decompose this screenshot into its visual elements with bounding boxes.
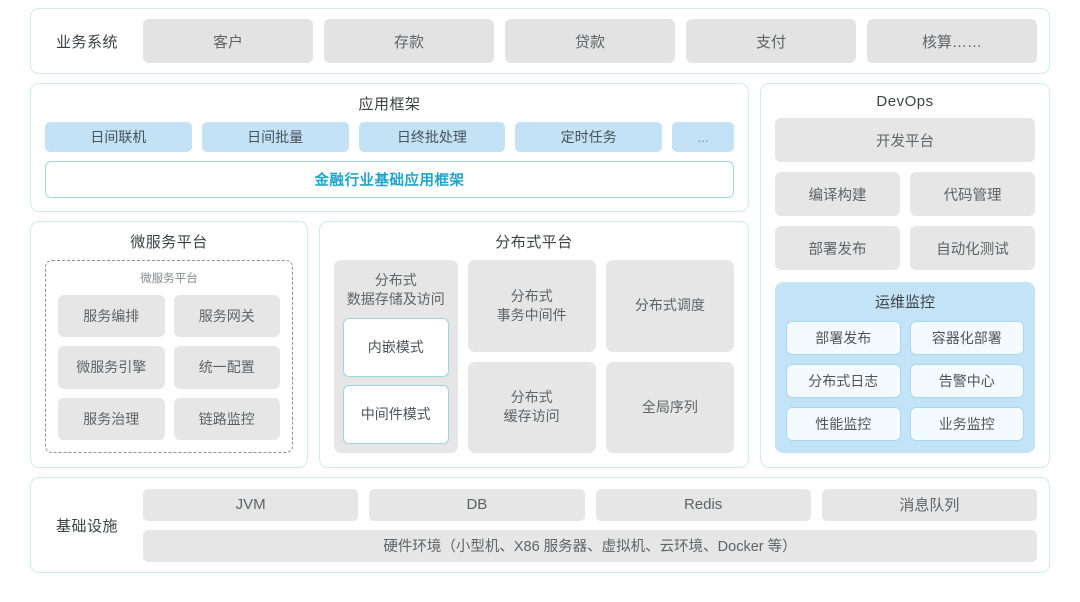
dp-storage-label-line1: 分布式	[374, 272, 417, 288]
devops-row-1: 编译构建 代码管理	[775, 172, 1035, 216]
ms-tile-unified-config[interactable]: 统一配置	[173, 346, 280, 389]
ms-tile-service-governance[interactable]: 服务治理	[58, 397, 165, 440]
ops-tile-distributed-log[interactable]: 分布式日志	[786, 364, 901, 398]
af-tile-eod-batch[interactable]: 日终批处理	[358, 122, 506, 152]
infra-tile-db[interactable]: DB	[369, 488, 585, 521]
ops-tile-performance-monitoring[interactable]: 性能监控	[786, 407, 901, 441]
dp-tile-transaction-middleware[interactable]: 分布式 事务中间件	[467, 260, 596, 352]
infra-hardware-environment-bar[interactable]: 硬件环境（小型机、X86 服务器、虚拟机、云环境、Docker 等）	[143, 529, 1037, 562]
application-framework-title: 应用框架	[358, 96, 421, 113]
microservice-inner-box: 微服务平台 服务编排 服务网关 微服务引擎 统一配置 服务治理 链路监控	[45, 260, 293, 453]
dp-tile-1-line1: 分布式调度	[634, 297, 705, 314]
application-framework-card: 应用框架 日间联机 日间批量 日终批处理 定时任务 ... 金融行业基础应用框架	[30, 83, 749, 212]
platforms-row: 微服务平台 微服务平台 服务编排 服务网关 微服务引擎 统一配置 服务治理 链路…	[30, 221, 749, 468]
ms-tile-service-orchestration[interactable]: 服务编排	[58, 295, 165, 338]
devops-tile-automated-testing[interactable]: 自动化测试	[910, 226, 1035, 270]
devops-tile-code-management[interactable]: 代码管理	[910, 172, 1035, 216]
ms-tile-service-gateway[interactable]: 服务网关	[173, 295, 280, 338]
distributed-platform-card: 分布式平台 分布式 数据存储及访问 内嵌模式 中间件模式	[319, 221, 749, 468]
business-tile-customer[interactable]: 客户	[143, 19, 313, 63]
devops-tile-build[interactable]: 编译构建	[775, 172, 900, 216]
application-framework-tiles: 日间联机 日间批量 日终批处理 定时任务 ...	[45, 122, 734, 152]
dp-tile-3-line1: 全局序列	[641, 398, 698, 415]
business-systems-tiles: 客户 存款 贷款 支付 核算……	[143, 19, 1037, 63]
dp-mode-middleware[interactable]: 中间件模式	[343, 384, 449, 444]
devops-tile-deploy-release[interactable]: 部署发布	[775, 226, 900, 270]
dp-tile-distributed-scheduling[interactable]: 分布式调度	[605, 260, 734, 352]
ms-tile-trace-monitoring[interactable]: 链路监控	[173, 397, 280, 440]
ms-tile-microservice-engine[interactable]: 微服务引擎	[58, 346, 165, 389]
infra-tile-jvm[interactable]: JVM	[143, 488, 359, 521]
financial-base-framework-bar[interactable]: 金融行业基础应用框架	[45, 161, 734, 198]
ops-monitoring-tiles: 部署发布 容器化部署 分布式日志 告警中心 性能监控 业务监控	[786, 321, 1024, 441]
dp-mode-embedded[interactable]: 内嵌模式	[343, 317, 449, 377]
distributed-platform-title: 分布式平台	[495, 234, 573, 251]
af-tile-daytime-batch[interactable]: 日间批量	[201, 122, 349, 152]
dp-storage-label: 分布式 数据存储及访问	[343, 271, 449, 318]
infrastructure-label: 基础设施	[55, 517, 118, 535]
distributed-platform-body: 分布式 数据存储及访问 内嵌模式 中间件模式 分布式	[334, 260, 734, 453]
middle-left-column: 应用框架 日间联机 日间批量 日终批处理 定时任务 ... 金融行业基础应用框架…	[30, 83, 749, 468]
dp-tile-distributed-cache[interactable]: 分布式 缓存访问	[467, 361, 596, 453]
infra-tile-redis[interactable]: Redis	[595, 488, 811, 521]
microservice-platform-title: 微服务平台	[130, 234, 208, 251]
af-tile-daytime-online[interactable]: 日间联机	[45, 122, 192, 152]
dp-tile-distributed-storage[interactable]: 分布式 数据存储及访问 内嵌模式 中间件模式	[334, 260, 458, 453]
business-tile-accounting[interactable]: 核算……	[867, 19, 1037, 63]
devops-card: DevOps 开发平台 编译构建 代码管理 部署发布 自动化测试 运维监控	[760, 83, 1050, 468]
business-systems-section: 业务系统 客户 存款 贷款 支付 核算……	[30, 8, 1050, 74]
af-tile-more[interactable]: ...	[672, 122, 734, 152]
ops-monitoring-title: 运维监控	[874, 294, 935, 311]
ops-tile-alarm-center[interactable]: 告警中心	[909, 364, 1024, 398]
ops-tile-deploy-release[interactable]: 部署发布	[786, 321, 901, 355]
devops-row-2: 部署发布 自动化测试	[775, 226, 1035, 270]
devops-tile-dev-platform[interactable]: 开发平台	[775, 118, 1035, 162]
dp-tile-2-line1: 分布式	[510, 389, 553, 406]
infrastructure-right: JVM DB Redis 消息队列 硬件环境（小型机、X86 服务器、虚拟机、云…	[143, 488, 1037, 562]
ops-tile-business-monitoring[interactable]: 业务监控	[909, 407, 1024, 441]
ops-tile-containerized-deploy[interactable]: 容器化部署	[909, 321, 1024, 355]
devops-column: DevOps 开发平台 编译构建 代码管理 部署发布 自动化测试 运维监控	[760, 83, 1050, 468]
business-tile-payment[interactable]: 支付	[686, 19, 856, 63]
middle-section: 应用框架 日间联机 日间批量 日终批处理 定时任务 ... 金融行业基础应用框架…	[30, 83, 1050, 468]
dp-storage-label-line2: 数据存储及访问	[346, 290, 445, 307]
microservice-platform-card: 微服务平台 微服务平台 服务编排 服务网关 微服务引擎 统一配置 服务治理 链路…	[30, 221, 308, 468]
microservice-inner-title: 微服务平台	[140, 273, 198, 285]
dp-tile-0-line2: 事务中间件	[496, 306, 567, 323]
distributed-tiles-grid: 分布式 事务中间件 分布式调度 分布	[467, 260, 734, 453]
microservice-tiles: 服务编排 服务网关 微服务引擎 统一配置 服务治理 链路监控	[58, 295, 280, 440]
business-tile-deposit[interactable]: 存款	[324, 19, 494, 63]
af-tile-scheduled-task[interactable]: 定时任务	[515, 122, 662, 152]
devops-title: DevOps	[876, 93, 934, 110]
business-systems-label: 业务系统	[55, 33, 118, 51]
dp-tile-0-line1: 分布式	[510, 287, 553, 304]
dp-tile-2-line2: 缓存访问	[503, 408, 560, 425]
infrastructure-tiles: JVM DB Redis 消息队列	[143, 488, 1037, 521]
ops-monitoring-panel: 运维监控 部署发布 容器化部署 分布式日志 告警中心 性能监控 业务监控	[775, 282, 1035, 453]
infra-tile-message-queue[interactable]: 消息队列	[821, 488, 1037, 521]
distributed-storage-column: 分布式 数据存储及访问 内嵌模式 中间件模式	[334, 260, 458, 453]
infrastructure-section: 基础设施 JVM DB Redis 消息队列 硬件环境（小型机、X86 服务器、…	[30, 477, 1050, 573]
business-tile-loan[interactable]: 贷款	[505, 19, 675, 63]
dp-tile-global-sequence[interactable]: 全局序列	[605, 361, 734, 453]
devops-body: 开发平台 编译构建 代码管理 部署发布 自动化测试 运维监控 部署发布 容器化部…	[761, 118, 1049, 467]
